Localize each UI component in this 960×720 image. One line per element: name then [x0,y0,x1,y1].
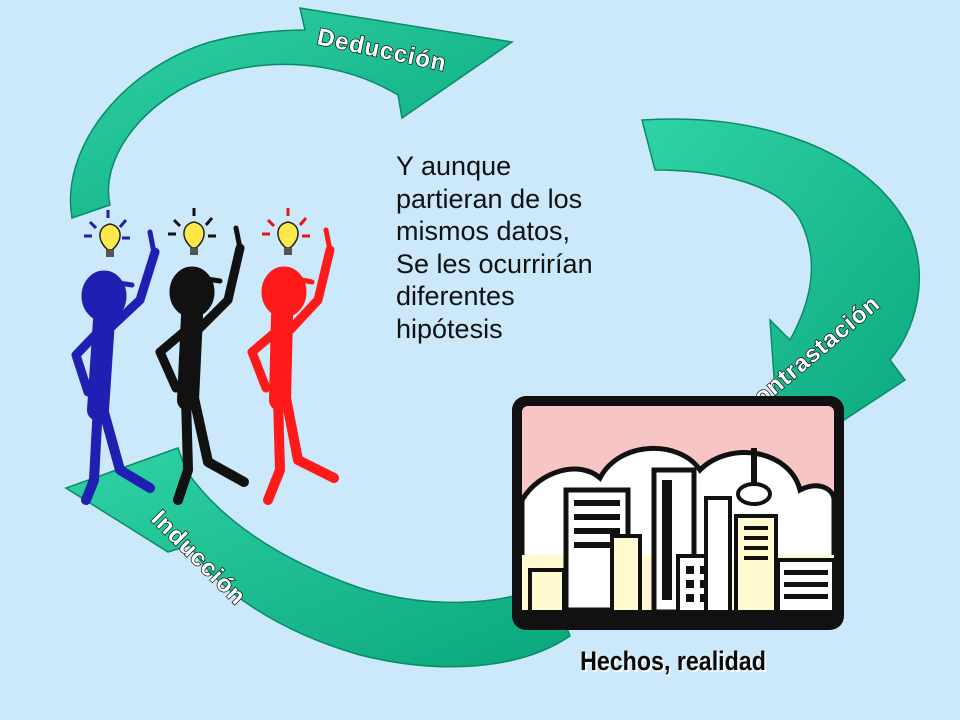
facts-caption: Hechos, realidad [580,646,766,676]
main-text-line: Se les ocurrirían [396,248,593,279]
main-text-line: Y aunque [396,151,512,181]
main-text-line: partieran de los [396,183,583,214]
thinker-figure [71,229,160,505]
deduction-arrow [69,7,514,219]
light-bulb-icon [168,208,216,255]
contrast-arrow [641,118,920,464]
light-bulb-icon [84,210,130,257]
main-text-line: mismos datos, [396,216,571,246]
city-skyline-icon [512,396,844,630]
thinker-figure [155,225,249,505]
light-bulb-icon [262,208,310,255]
main-text-line: diferentes [396,281,515,311]
main-text-line: hipótesis [396,313,503,344]
thinker-figure [247,227,339,505]
main-text: Y aunque partieran de los mismos datos, … [396,150,656,345]
